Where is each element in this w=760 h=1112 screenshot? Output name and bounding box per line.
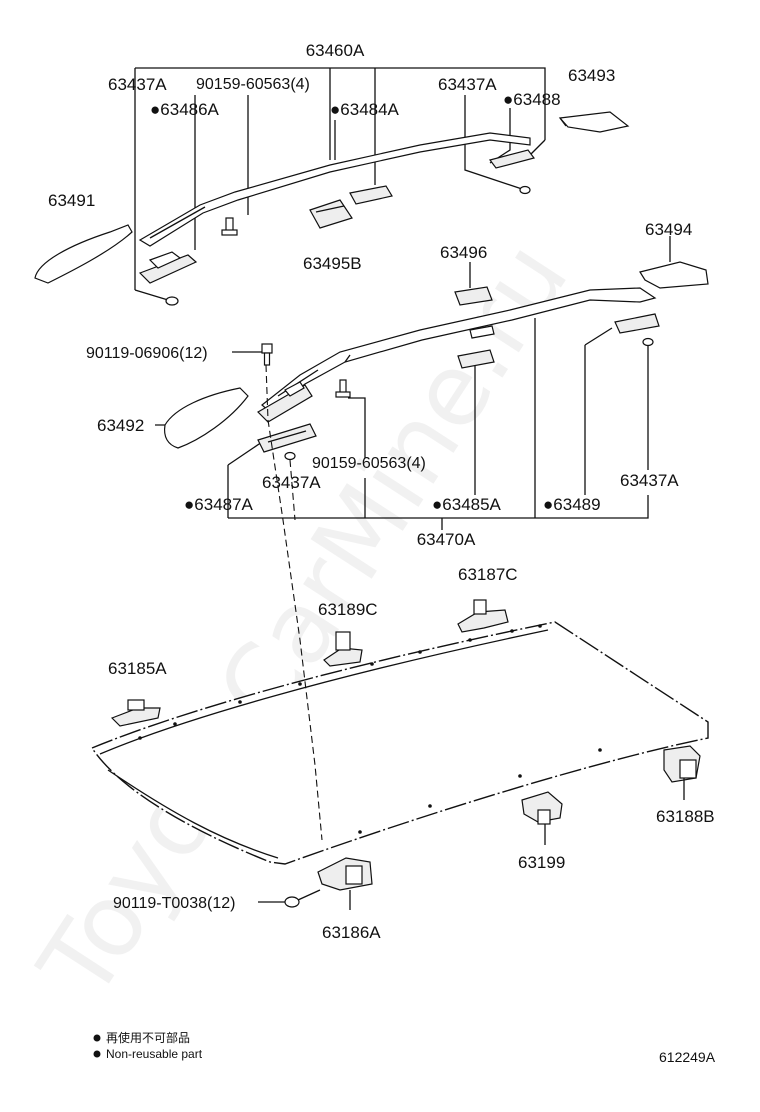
clip-icon <box>165 296 179 306</box>
clip-icon <box>284 451 296 461</box>
figure-code: 612249A <box>659 1049 716 1065</box>
part-label-90119-06906: 90119-06906(12) <box>86 345 208 362</box>
roof-bracket-63199 <box>521 791 563 823</box>
roof-panel-group: 63187C 63189C 63185A 63188B 63199 90119-… <box>90 364 715 942</box>
assembly-label-63460A: 63460A <box>306 41 365 60</box>
non-reusable-mark: ● <box>503 90 513 109</box>
upper-rail-assembly: 63460A 63437A 90159-60563(4) ●63486A ●63… <box>34 41 630 306</box>
svg-text:●63487A: ●63487A <box>184 495 254 514</box>
part-label-63492: 63492 <box>97 416 144 435</box>
part-label-63199: 63199 <box>518 853 565 872</box>
bolt-icon <box>261 343 273 366</box>
part-label-63437A: 63437A <box>108 75 167 94</box>
part-label-90119-T0038: 90119-T0038(12) <box>113 895 235 912</box>
legend: 再使用不可部品 Non-reusable part <box>93 1030 203 1061</box>
svg-text:●63488: ●63488 <box>503 90 561 109</box>
assembly-label-63470A: 63470A <box>417 530 476 549</box>
part-label-63188B: 63188B <box>656 807 715 826</box>
bolt-icon <box>335 379 351 398</box>
svg-text:●63484A: ●63484A <box>330 100 400 119</box>
non-reusable-mark: ● <box>432 495 442 514</box>
part-label-90159-60563: 90159-60563(4) <box>312 455 426 472</box>
clip-icon <box>642 337 654 347</box>
part-label-63437A: 63437A <box>438 75 497 94</box>
part-label-63493: 63493 <box>568 66 615 85</box>
part-label-63496: 63496 <box>440 243 487 262</box>
roof-bracket-63185A <box>110 707 161 727</box>
part-label-63488: 63488 <box>513 90 560 109</box>
part-label-63491: 63491 <box>48 191 95 210</box>
legend-text-en: Non-reusable part <box>106 1047 203 1061</box>
svg-text:●63485A: ●63485A <box>432 495 502 514</box>
part-label-63485A: 63485A <box>442 495 501 514</box>
clip-icon <box>284 896 300 908</box>
roof-bracket-63186A <box>317 857 373 891</box>
svg-text:●63489: ●63489 <box>543 495 601 514</box>
non-reusable-mark: ● <box>330 100 340 119</box>
end-cover-63494 <box>639 261 709 289</box>
part-label-63189C: 63189C <box>318 600 378 619</box>
part-label-63494: 63494 <box>645 220 692 239</box>
lower-rail-assembly: 63496 63494 90119-06906(12) 63492 90159-… <box>86 220 709 549</box>
end-cover-63493 <box>558 111 630 133</box>
bullet-icon <box>93 1034 101 1042</box>
bolt-icon <box>221 217 238 236</box>
non-reusable-mark: ● <box>543 495 553 514</box>
bullet-icon <box>93 1050 101 1058</box>
end-cover-63492 <box>163 387 249 449</box>
part-label-63486A: 63486A <box>160 100 219 119</box>
roof-panel <box>90 621 709 865</box>
part-label-90159-60563: 90159-60563(4) <box>196 76 310 93</box>
roof-stud-dots <box>138 624 602 834</box>
part-label-63186A: 63186A <box>322 923 381 942</box>
non-reusable-mark: ● <box>184 495 194 514</box>
clip-icon <box>519 185 531 195</box>
svg-text:●63486A: ●63486A <box>150 100 220 119</box>
legend-text-ja: 再使用不可部品 <box>106 1030 190 1045</box>
part-label-63487A: 63487A <box>194 495 253 514</box>
part-label-63437A: 63437A <box>620 471 679 490</box>
part-label-63187C: 63187C <box>458 565 518 584</box>
part-label-63484A: 63484A <box>340 100 399 119</box>
part-label-63489: 63489 <box>553 495 600 514</box>
non-reusable-mark: ● <box>150 100 160 119</box>
part-label-63185A: 63185A <box>108 659 167 678</box>
end-cover-63491 <box>34 224 133 284</box>
part-label-63495B: 63495B <box>303 254 362 273</box>
